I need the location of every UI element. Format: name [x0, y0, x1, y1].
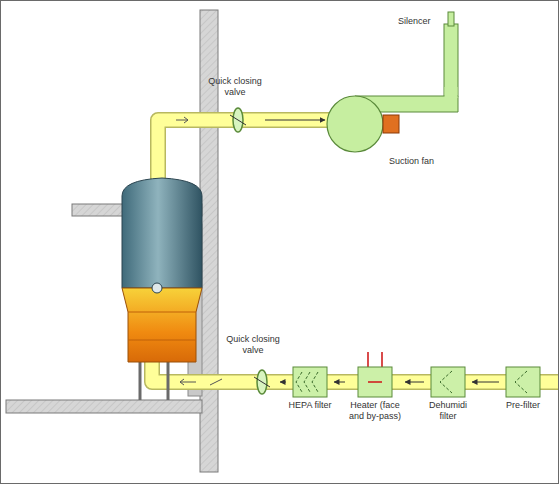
flow-arrow [180, 379, 196, 385]
airflow-arrow [334, 382, 345, 383]
inlet-duct [152, 360, 559, 382]
drawing-part [358, 367, 392, 397]
drawing-part [296, 372, 318, 392]
filter-box: Dehumidi filter [424, 367, 472, 424]
flow-arrow [210, 379, 222, 385]
component-label: Quick closing valve [205, 76, 265, 98]
fan-housing [327, 96, 383, 152]
heater-box: Heater (face and by-pass) [345, 367, 405, 424]
component-label: Silencer [398, 16, 442, 27]
prefilter-housing [506, 367, 540, 397]
fan-box: Suction fan [325, 98, 460, 171]
silencer-label-box: Silencer [398, 16, 442, 87]
vessel-body [122, 178, 202, 288]
drawing-part [368, 381, 382, 383]
silencer-outlet [448, 12, 454, 26]
flow-arrow [176, 117, 188, 123]
component-label: Heater (face and by-pass) [345, 400, 405, 422]
airflow-arrow [280, 382, 286, 383]
bowl-seam [128, 312, 196, 313]
fan-motor [383, 115, 399, 133]
airflow-arrow [265, 120, 325, 121]
component-label: Quick closing valve [226, 334, 280, 356]
floor-ledge [6, 400, 202, 413]
drawing-part [515, 371, 527, 393]
vessel-leg [167, 360, 170, 400]
sight-glass [152, 283, 162, 293]
heater-housing [358, 367, 392, 397]
inlet-duct-edge [152, 360, 559, 382]
bowl-seam [128, 340, 196, 341]
component-label: HEPA filter [286, 400, 334, 411]
silencer-stack [444, 24, 458, 96]
dehumidi-housing [431, 367, 465, 397]
component-label: Suction fan [389, 156, 460, 167]
drawing-part [293, 367, 327, 397]
drawing-part [440, 371, 452, 393]
airflow-arrow [405, 382, 424, 383]
drawing-part [506, 367, 540, 397]
valve-box: Quick closing valve [205, 76, 265, 130]
filter-box: Pre-filter [499, 367, 547, 413]
vessel-leg [139, 360, 142, 400]
hepa-housing [293, 367, 327, 397]
valve-box: Quick closing valve [226, 334, 280, 388]
component-label: Pre-filter [499, 400, 547, 411]
component-label: Dehumidi filter [424, 400, 472, 422]
product-bowl [122, 288, 202, 362]
valve-disc [254, 377, 270, 387]
fan-outlet-duct [445, 87, 458, 98]
drawing-part [431, 367, 465, 397]
valve-disc [230, 115, 246, 125]
airflow-arrow [472, 382, 499, 383]
filter-box: HEPA filter [286, 367, 334, 413]
